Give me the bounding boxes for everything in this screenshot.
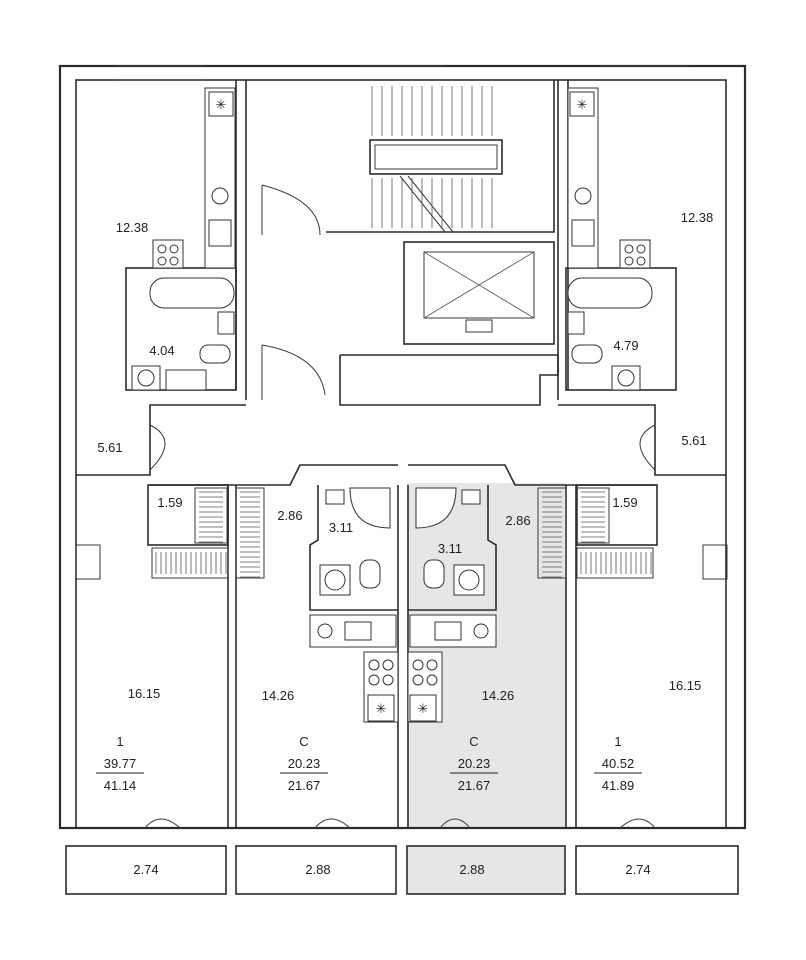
- apartment-total-area: 41.14: [104, 778, 137, 793]
- area-room-right: 16.15: [669, 678, 702, 693]
- vent-icon: [367, 694, 395, 722]
- vent-icon: ✳: [577, 97, 588, 112]
- area-corridor-studio-left: 2.86: [277, 508, 302, 523]
- stair-treads: [371, 86, 493, 228]
- area-storage-left: 1.59: [157, 495, 182, 510]
- apartment-summary-2[interactable]: С 20.23 21.67: [280, 734, 328, 793]
- radiator-hatches: [155, 491, 652, 578]
- area-balcony-2: 2.88: [305, 862, 330, 877]
- vent-icon: ✳: [216, 97, 227, 112]
- area-kitchen-right: 12.38: [681, 210, 714, 225]
- area-storage-right: 1.59: [612, 495, 637, 510]
- stair-core: [326, 80, 559, 406]
- area-hall-left: 5.61: [97, 440, 122, 455]
- apartment-living-area: 20.23: [458, 756, 491, 771]
- vent-icon: [409, 694, 437, 722]
- area-studio-right: 14.26: [482, 688, 515, 703]
- area-corridor-studio-right: 2.86: [505, 513, 530, 528]
- area-bath-studio-left: 3.11: [329, 520, 353, 535]
- area-kitchen-left: 12.38: [116, 220, 149, 235]
- top-fixtures: [131, 87, 653, 391]
- apartment-type: С: [469, 734, 478, 749]
- vent-icon: ✳: [376, 701, 387, 716]
- apartment-summary-1[interactable]: 1 39.77 41.14: [96, 734, 144, 793]
- area-hall-right: 5.61: [681, 433, 706, 448]
- area-studio-left: 14.26: [262, 688, 295, 703]
- apartment-living-area: 20.23: [288, 756, 321, 771]
- apartment-summary-4[interactable]: 1 40.52 41.89: [594, 734, 642, 793]
- area-bath-studio-right: 3.11: [438, 541, 462, 556]
- area-balcony-3: 2.88: [459, 862, 484, 877]
- area-bath-left: 4.04: [149, 343, 174, 358]
- area-room-left: 16.15: [128, 686, 161, 701]
- area-bath-right: 4.79: [613, 338, 638, 353]
- studio-bathrooms: [309, 485, 497, 723]
- apartment-total-area: 21.67: [288, 778, 321, 793]
- partitions: [76, 80, 726, 828]
- apartment-living-area: 39.77: [104, 756, 137, 771]
- vent-icons: ✳ ✳ ✳ ✳: [208, 91, 595, 722]
- apartment-type: 1: [116, 734, 123, 749]
- vent-icon: [208, 91, 234, 117]
- vent-icon: ✳: [418, 701, 429, 716]
- doors: [75, 184, 728, 829]
- vent-icon: [569, 91, 595, 117]
- balconies: [65, 845, 739, 895]
- room-labels: 12.38 12.38 4.04 4.79 5.61 5.61 1.59 1.5…: [97, 210, 713, 877]
- apartment-type: 1: [614, 734, 621, 749]
- apartment-type: С: [299, 734, 308, 749]
- area-balcony-4: 2.74: [625, 862, 650, 877]
- apartment-living-area: 40.52: [602, 756, 635, 771]
- area-balcony-1: 2.74: [133, 862, 158, 877]
- apartment-summary-3[interactable]: С 20.23 21.67: [450, 734, 498, 793]
- apartment-total-area: 41.89: [602, 778, 635, 793]
- apartment-total-area: 21.67: [458, 778, 491, 793]
- outer-walls: [58, 64, 747, 830]
